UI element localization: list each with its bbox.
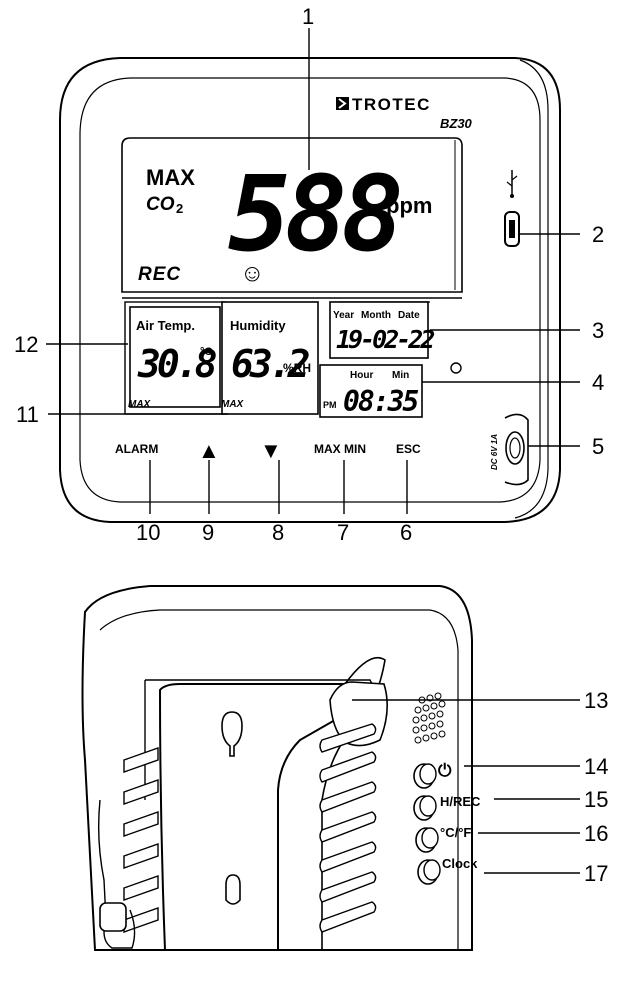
back-callout-numbers: 13 14 15 16 17 <box>584 688 608 886</box>
co2-gas: CO <box>146 194 175 215</box>
temperature-value: 30.8 <box>137 342 217 386</box>
back-callouts <box>352 699 580 874</box>
back-rec-button[interactable] <box>413 795 437 821</box>
dc-jack[interactable] <box>504 413 529 486</box>
back-clock-button[interactable] <box>417 859 441 885</box>
model-name: BZ30 <box>440 116 473 131</box>
date-label: Date <box>398 310 420 321</box>
co2-lcd: MAX CO 2 588 ppm REC ☺ <box>121 137 463 293</box>
callout-8: 8 <box>272 520 284 545</box>
callout-15: 15 <box>584 787 608 812</box>
back-unit-button[interactable] <box>415 827 439 853</box>
esc-button[interactable]: ESC <box>396 442 421 456</box>
callout-3: 3 <box>592 318 604 343</box>
usb-icon <box>506 170 518 198</box>
wall-mount-keyhole <box>221 711 243 757</box>
co2-mode: MAX <box>146 165 195 190</box>
brand-logo: TROTEC BZ30 <box>336 95 473 131</box>
usb-port[interactable] <box>504 211 520 247</box>
callout-17: 17 <box>584 861 608 886</box>
speaker-grille <box>412 692 446 744</box>
callout-2: 2 <box>592 222 604 247</box>
back-stand <box>158 683 347 951</box>
callout-1: 1 <box>302 4 314 29</box>
year-label: Year <box>333 310 354 321</box>
month-label: Month <box>361 310 391 321</box>
rec-button-label: H/REC <box>440 794 481 809</box>
min-label: Min <box>392 370 409 381</box>
humidity-value: 63.2 <box>231 342 310 386</box>
rec-indicator: REC <box>138 264 181 285</box>
time-value: 08:35 <box>343 385 418 418</box>
temperature-max: MAX <box>128 399 152 410</box>
humidity-label: Humidity <box>230 318 286 333</box>
co2-gas-subscript: 2 <box>176 201 183 216</box>
callout-11: 11 <box>16 402 39 427</box>
temperature-lcd: Air Temp. 30.8 °C MAX <box>124 301 226 415</box>
clock-button-label: Clock <box>442 856 478 871</box>
alarm-button[interactable]: ALARM <box>115 442 158 456</box>
humidity-max: MAX <box>221 399 245 410</box>
temperature-unit: °C <box>200 346 212 358</box>
up-button[interactable]: ▲ <box>198 438 220 463</box>
callout-14: 14 <box>584 754 608 779</box>
front-bezel <box>79 77 541 503</box>
callout-7: 7 <box>337 520 349 545</box>
time-lcd: Hour Min PM 08:35 <box>319 364 423 418</box>
back-view: ⏻ H/REC °C/°F Clock <box>81 585 481 951</box>
front-callouts <box>46 28 580 514</box>
front-view: TROTEC BZ30 MAX CO 2 588 ppm REC ☺ Air T… <box>59 57 561 523</box>
co2-value: 588 <box>228 153 399 275</box>
callout-4: 4 <box>592 370 604 395</box>
callout-13: 13 <box>584 688 608 713</box>
down-button[interactable]: ▼ <box>260 438 282 463</box>
front-callout-numbers: 1 2 3 4 5 6 7 8 9 10 11 12 <box>14 4 604 545</box>
unit-button-label: °C/°F <box>440 825 471 840</box>
front-buttons: ALARM ▲ ▼ MAX MIN ESC <box>115 438 421 463</box>
humidity-lcd: Humidity 63.2 %RH MAX <box>221 301 319 415</box>
hour-label: Hour <box>350 370 373 381</box>
temperature-label: Air Temp. <box>136 318 195 333</box>
date-lcd: Year Month Date 19-02-22 <box>329 301 437 359</box>
co2-unit: ppm <box>386 193 432 218</box>
right-vents <box>319 723 377 933</box>
callout-9: 9 <box>202 520 214 545</box>
date-value: 19-02-22 <box>336 325 434 354</box>
pm-indicator: PM <box>323 400 337 410</box>
light-sensor <box>450 362 462 374</box>
callout-12: 12 <box>14 332 38 357</box>
callout-10: 10 <box>136 520 160 545</box>
back-power-button[interactable] <box>413 763 437 789</box>
smiley-icon: ☺ <box>240 260 265 287</box>
left-vents <box>123 747 159 933</box>
callout-6: 6 <box>400 520 412 545</box>
power-icon: ⏻ <box>438 761 452 780</box>
callout-5: 5 <box>592 434 604 459</box>
max-min-button[interactable]: MAX MIN <box>314 442 366 456</box>
humidity-unit: %RH <box>283 361 311 375</box>
dc-rating-label: DC 6V 1A <box>490 434 499 470</box>
callout-16: 16 <box>584 821 608 846</box>
lower-slot <box>225 874 241 905</box>
brand-name: TROTEC <box>352 95 431 114</box>
